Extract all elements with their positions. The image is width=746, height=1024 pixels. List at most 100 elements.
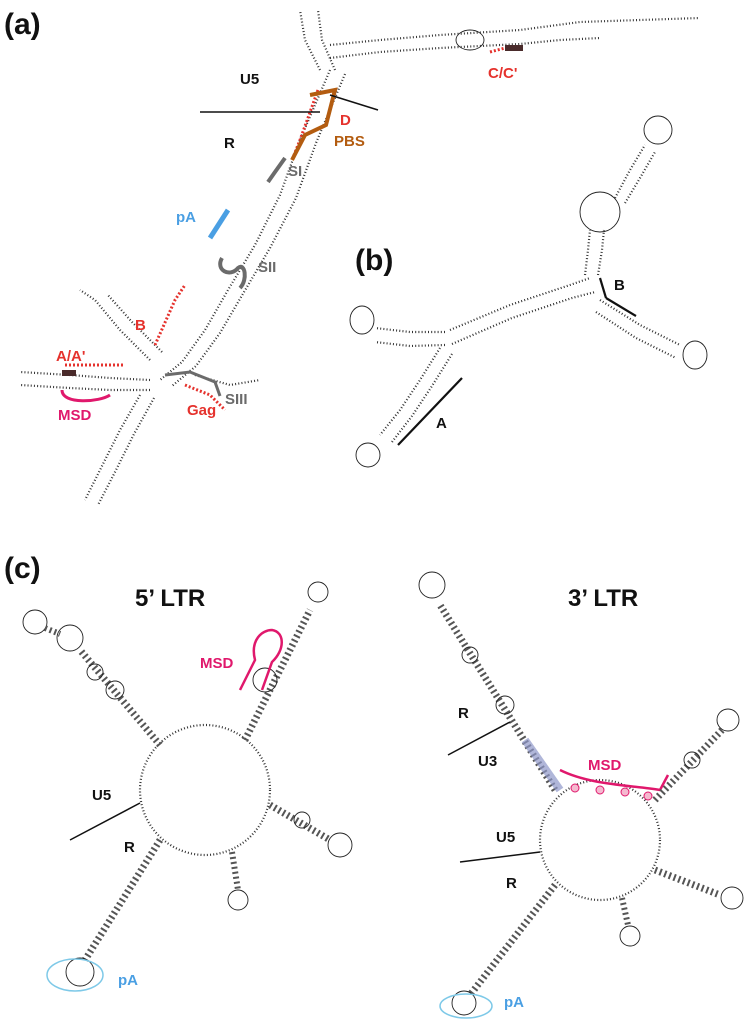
b-red-segment [153, 284, 187, 346]
label-a-helix: A [436, 415, 447, 432]
ltr3-helix-pa [467, 882, 558, 998]
ltr5-msd-highlight [238, 628, 283, 691]
panel-b-a-helix [379, 347, 441, 436]
panel-a-stem-partner [171, 73, 347, 387]
ltr3-pa-label: pA [504, 994, 524, 1011]
ltr3-central-ring [538, 778, 662, 902]
ltr5-msd-label: MSD [200, 655, 234, 672]
ltr3-title: 3’ LTR [568, 585, 638, 612]
panel-a-top-loop [455, 29, 485, 51]
ltr5-bulge-1a [105, 680, 125, 700]
panel-b-top-loop [643, 115, 673, 145]
ltr3-bottom-loop [619, 925, 641, 947]
label-si: SI [288, 163, 302, 180]
panel-b-right-arm-partner [595, 311, 677, 359]
panel-b-a-loop [355, 442, 381, 468]
gag-red-segment [184, 383, 227, 412]
pbs-red-segment [290, 89, 320, 161]
cc-red-segment [489, 46, 506, 54]
panel-b-main-helix-partner [451, 290, 596, 346]
ltr5-pa-label: pA [118, 972, 138, 989]
siii-highlight [164, 370, 222, 397]
ltr3-r-u3-divider [447, 721, 511, 756]
ltr3-msd-nt-4 [643, 791, 653, 801]
panel-b-upper-loop [579, 191, 621, 233]
ltr3-msd-highlight [559, 768, 670, 792]
ltr3-msd-nt-1 [570, 783, 580, 793]
ltr5-msd-bulge [252, 667, 278, 693]
panel-a-hairpin-110-partner [106, 293, 163, 353]
ltr5-r-label: R [124, 839, 135, 856]
panel-b-right-arm [599, 299, 681, 346]
label-sii: SII [258, 259, 276, 276]
ltr5-u5-label: U5 [92, 787, 111, 804]
cc-marker [505, 45, 523, 51]
sii-highlight [218, 256, 247, 290]
ltr3-upper-loop [418, 571, 446, 599]
ltr5-helix-pa [82, 838, 163, 962]
si-highlight [266, 156, 287, 184]
ltr5-helix-bottom [229, 851, 241, 891]
panel-b-upper-stem-partner [596, 229, 606, 276]
panel-a-bottom-stem-partner [97, 397, 155, 506]
panel-b-right-loop [682, 340, 708, 370]
panel-b-left-arm [374, 326, 445, 334]
ltr3-msd-nt-2 [595, 785, 605, 795]
ltr5-loop-1 [56, 624, 84, 652]
ltr3-upper-bulge-1 [461, 646, 479, 664]
ltr3-pa-loop [451, 990, 477, 1016]
panel-b-left-arm-partner [374, 340, 446, 348]
label-cc: C/C' [488, 65, 517, 82]
ltr5-helix-msd [241, 608, 314, 742]
ltr3-helix-right-lower [653, 866, 722, 899]
panel-a: (a) [4, 8, 701, 506]
ltr3-r2-label: R [506, 875, 517, 892]
ltr5-pa-ellipse [46, 958, 104, 992]
label-pbs: PBS [334, 133, 365, 150]
ltr5-central-ring [138, 723, 272, 857]
label-b-helix: B [614, 277, 625, 294]
pa-highlight [207, 208, 231, 240]
ltr3-u3-highlight [521, 737, 564, 793]
panel-b-top-stem [614, 144, 646, 199]
panel-a-upper-stem [298, 9, 321, 71]
ltr3-u5-label: U5 [496, 829, 515, 846]
ltr5-title: 5’ LTR [135, 585, 205, 612]
ltr3-helix-right-upper [652, 727, 725, 803]
ltr3-pa-ellipse [439, 993, 493, 1019]
panel-a-left-arm-partner [19, 383, 150, 392]
panel-b-label: (b) [355, 244, 393, 277]
label-u5: U5 [240, 71, 259, 88]
aa-marker [62, 370, 76, 376]
panel-a-left-arm [19, 370, 151, 382]
ltr3-right-lower-loop [720, 886, 744, 910]
panel-b-left-loop [349, 305, 375, 335]
panel-a-hairpin-110 [79, 289, 151, 361]
ltr3-upper-bulge-2 [495, 695, 515, 715]
ltr5-u5-r-divider [69, 802, 141, 841]
label-pa: pA [176, 209, 196, 226]
marker-b-long [605, 297, 637, 317]
label-r: R [224, 135, 235, 152]
ltr3-r-label: R [458, 705, 469, 722]
label-aa: A/A' [56, 348, 85, 365]
ltr5-structure: 5’ LTR MSD pA [22, 581, 353, 992]
marker-b-short [598, 277, 608, 299]
marker-a [397, 377, 463, 446]
pbs-highlight [290, 87, 338, 161]
panel-a-upper-stem-partner [316, 9, 337, 71]
u5-r-divider-right [329, 94, 379, 111]
ltr5-loop-1-tip [22, 609, 48, 635]
ltr3-helix-bottom [619, 897, 631, 926]
label-d: D [340, 112, 351, 129]
panel-b-upper-stem [583, 229, 592, 276]
msd-highlight [60, 389, 111, 403]
panel-b-main-helix [449, 276, 591, 332]
ltr3-msd-label: MSD [588, 757, 622, 774]
panel-c: (c) 5’ LTR MSD [4, 552, 744, 1019]
ltr3-right-upper-loop [716, 708, 740, 732]
panel-b: (b) B A [349, 115, 708, 468]
ltr5-right-bulge [293, 811, 311, 829]
ltr3-u3-label: U3 [478, 753, 497, 770]
